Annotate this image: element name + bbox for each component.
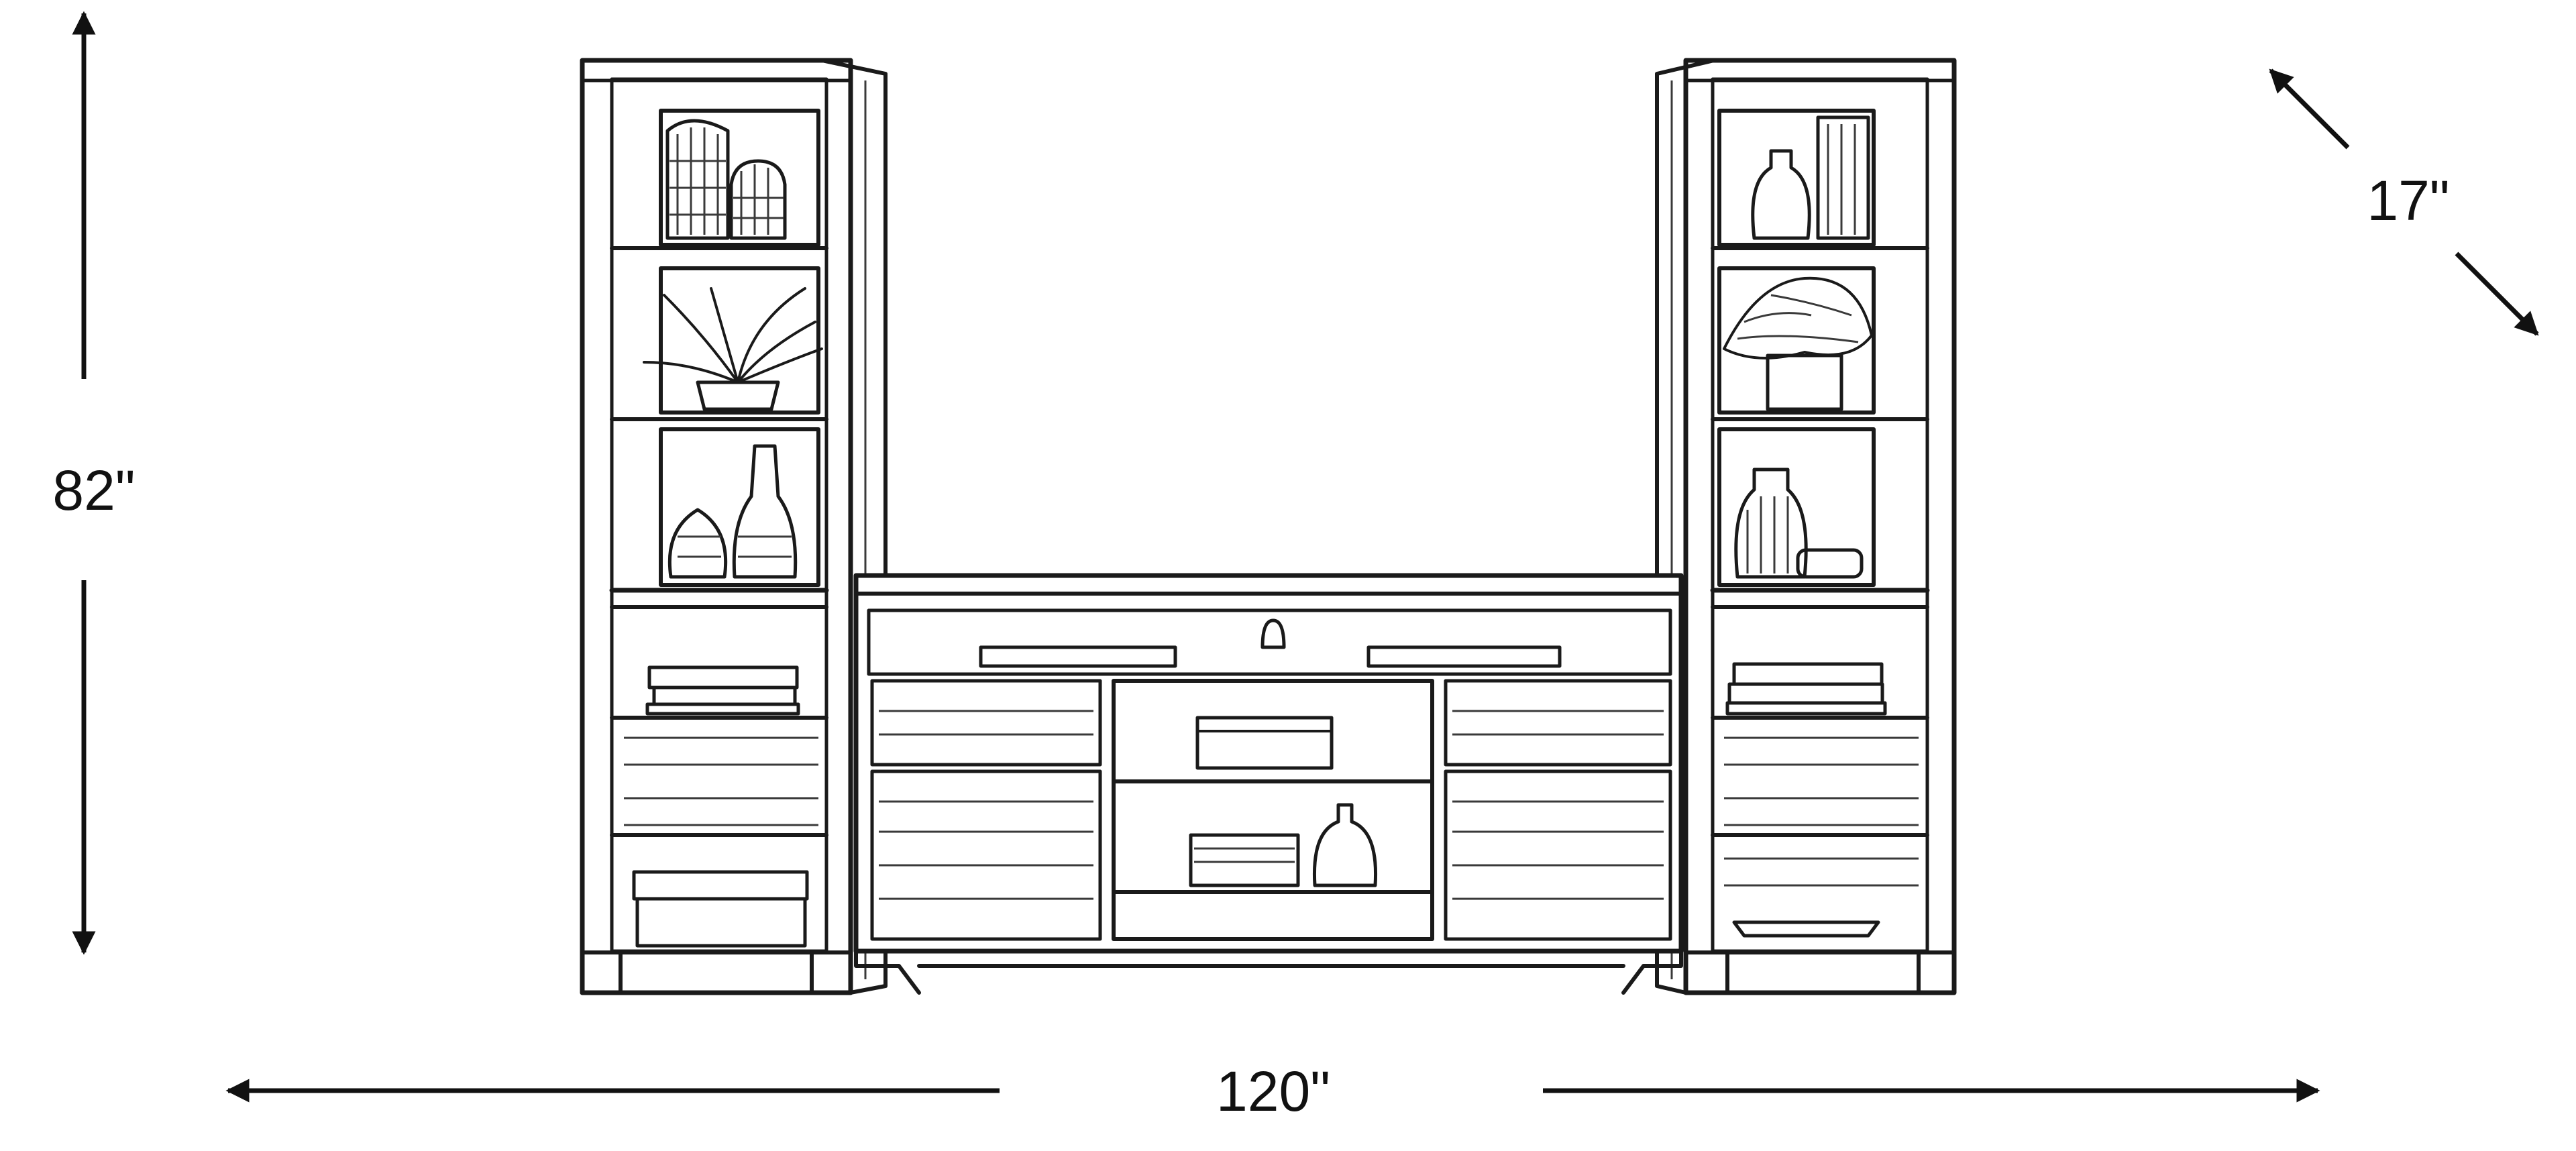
decor-vase-right-top — [1751, 115, 1870, 240]
decor-plant-right — [1723, 276, 1873, 411]
width-dimension: 120" — [225, 1060, 2320, 1123]
height-dimension: 82" — [52, 11, 136, 955]
depth-label: 17" — [2367, 169, 2449, 232]
depth-arrow-lower — [2455, 252, 2539, 336]
depth-dimension: 17" — [2269, 68, 2539, 336]
decor-books-left — [645, 665, 800, 716]
decor-vases-left-bottom — [667, 444, 798, 579]
decor-plant-left — [643, 287, 823, 411]
console-center-pull — [1260, 618, 1286, 649]
depth-arrow-upper — [2269, 68, 2350, 150]
width-label: 120" — [1216, 1060, 1330, 1123]
decor-books-right — [1725, 662, 1887, 716]
tv-console — [853, 573, 1684, 995]
decor-vases-right-bottom — [1734, 468, 1864, 579]
height-label: 82" — [52, 459, 135, 522]
decor-box-left — [632, 870, 809, 948]
left-pier — [580, 58, 888, 995]
right-pier — [1655, 58, 1957, 995]
decor-vases-left-top — [665, 119, 787, 240]
